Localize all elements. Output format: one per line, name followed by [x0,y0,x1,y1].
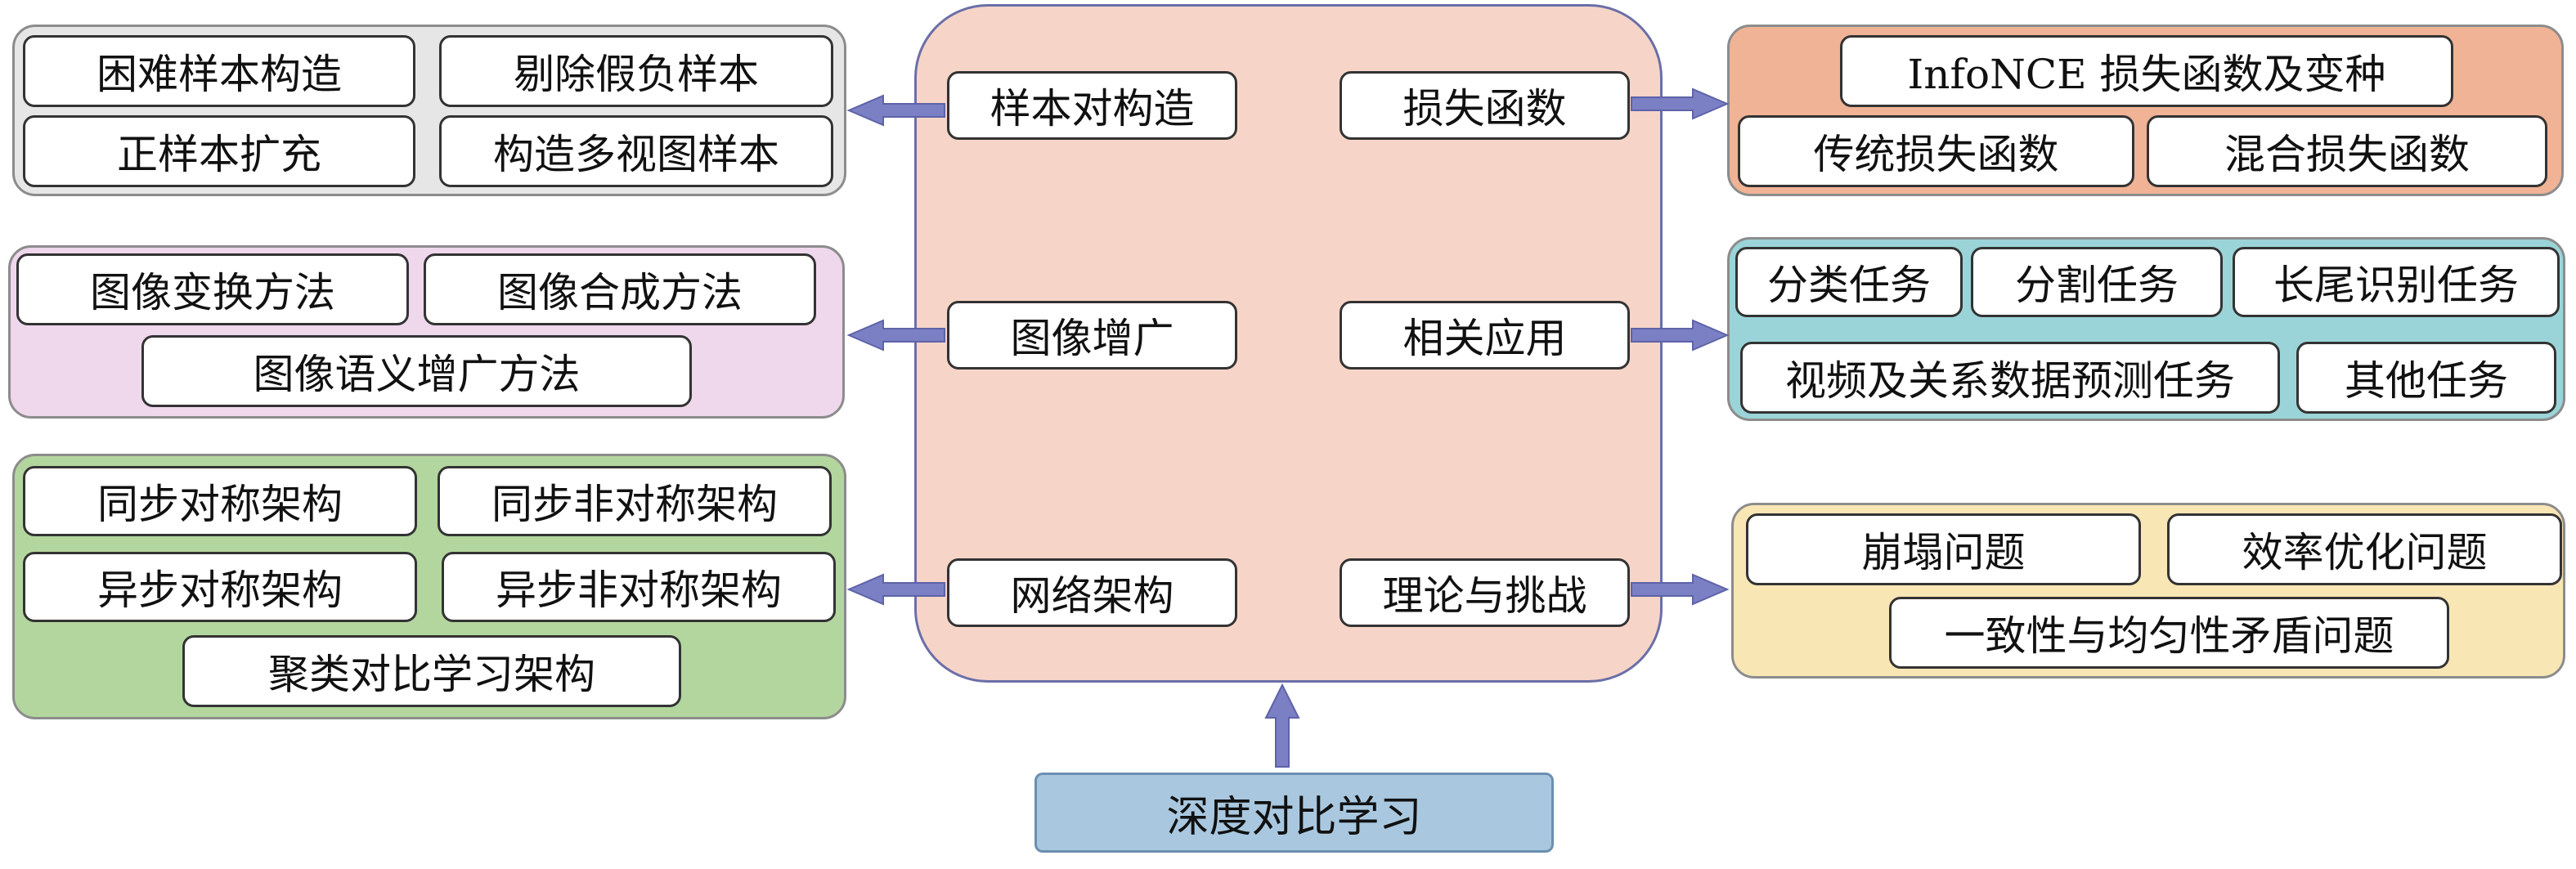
item-other-tasks: 其他任务 [2296,342,2556,414]
root-node: 深度对比学习 [1034,773,1554,853]
item-remove-false-negative: 剔除假负样本 [439,35,833,107]
item-traditional-loss: 传统损失函数 [1738,115,2134,187]
item-sync-symmetric: 同步对称架构 [23,466,417,536]
item-multiview-sample: 构造多视图样本 [439,115,833,187]
item-semantic-augmentation: 图像语义增广方法 [141,335,692,407]
item-async-symmetric: 异步对称架构 [23,552,417,622]
item-image-transform: 图像变换方法 [16,253,409,325]
center-item-sample-pairs: 样本对构造 [947,71,1237,140]
item-hybrid-loss: 混合损失函数 [2147,115,2547,187]
item-image-synthesis: 图像合成方法 [424,253,816,325]
arrow-to-augmentation [846,319,945,352]
item-long-tail: 长尾识别任务 [2233,247,2560,317]
item-async-asymmetric: 异步非对称架构 [442,552,836,622]
arrow-to-theory [1631,573,1730,606]
item-sync-asymmetric: 同步非对称架构 [438,466,832,536]
arrow-to-architecture [846,573,945,606]
item-hard-sample: 困难样本构造 [23,35,415,107]
arrow-to-loss [1631,87,1730,120]
center-item-theory: 理论与挑战 [1340,558,1630,627]
arrow-root-to-center [1264,683,1300,768]
item-infonce: InfoNCE 损失函数及变种 [1840,35,2453,107]
item-alignment-uniformity: 一致性与均匀性矛盾问题 [1889,597,2449,669]
center-item-augmentation: 图像增广 [947,301,1237,370]
item-segmentation: 分割任务 [1971,247,2223,317]
item-classification: 分类任务 [1735,247,1963,317]
center-item-loss: 损失函数 [1340,71,1630,140]
item-cluster-contrastive: 聚类对比学习架构 [182,635,681,707]
center-item-applications: 相关应用 [1340,301,1630,370]
item-efficiency: 效率优化问题 [2167,513,2562,585]
item-collapse: 崩塌问题 [1746,513,2141,585]
arrow-to-sample-pairs [846,94,945,127]
item-video-relation: 视频及关系数据预测任务 [1740,342,2280,414]
center-item-architecture: 网络架构 [947,558,1237,627]
item-positive-expansion: 正样本扩充 [23,115,415,187]
arrow-to-applications [1631,319,1730,352]
